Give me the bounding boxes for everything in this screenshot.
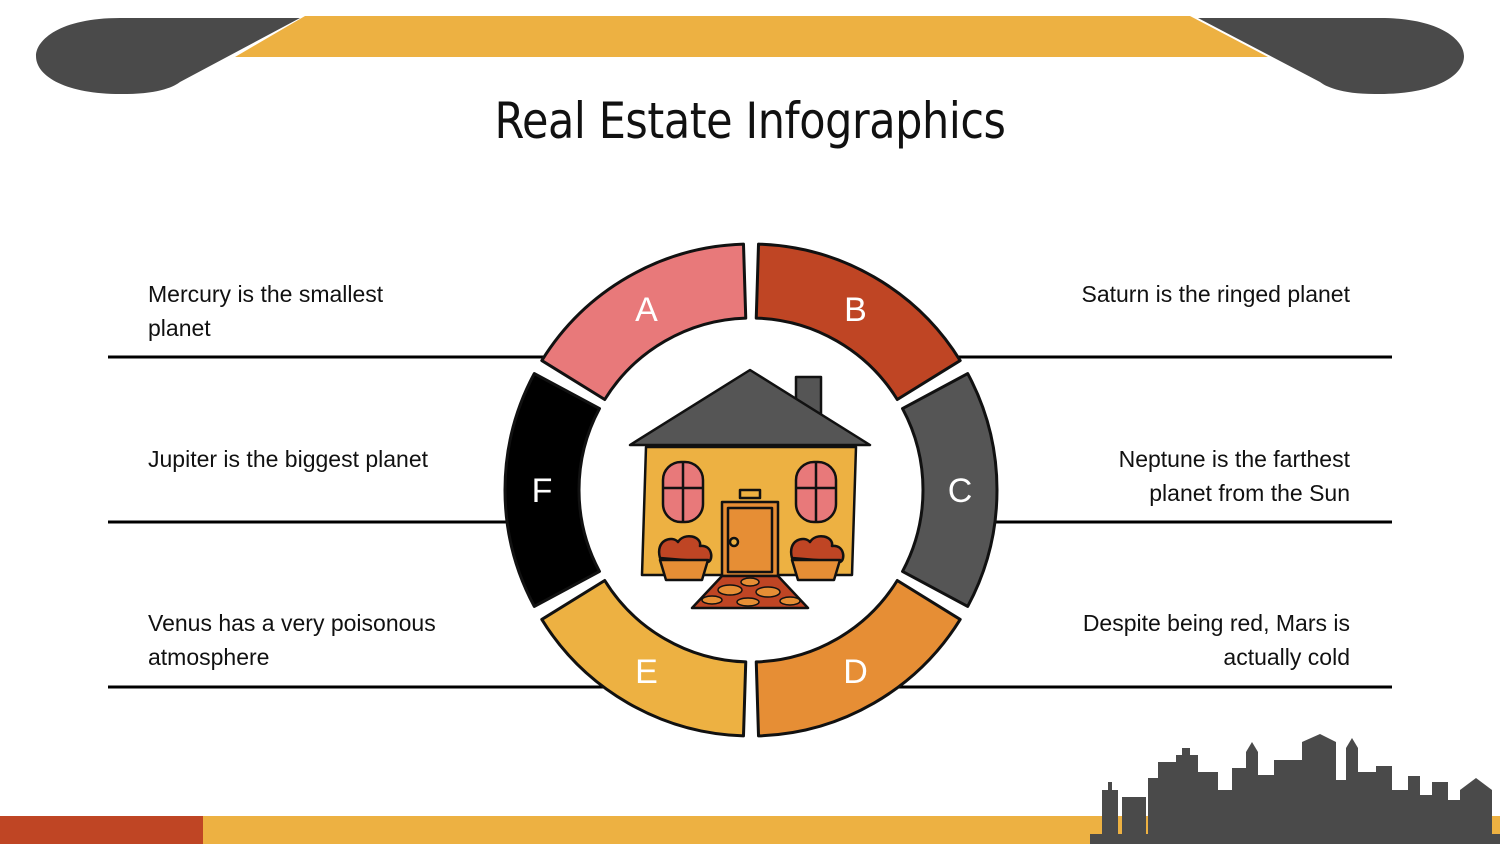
- segment-f: [503, 372, 601, 608]
- segment-f-label: F: [532, 472, 553, 510]
- guide-lines: [108, 355, 1392, 689]
- segment-a-label: A: [635, 291, 658, 329]
- top-left-blob: [36, 18, 300, 95]
- item-d-text: Despite being red, Mars is actually cold: [1082, 610, 1350, 670]
- item-c-text: Neptune is the farthest planet from the …: [1118, 446, 1350, 506]
- segment-d: [754, 579, 962, 738]
- item-a-text: Mercury is the smallest planet: [148, 281, 384, 341]
- segment-e: [540, 579, 748, 738]
- city-skyline-icon: [1090, 734, 1500, 844]
- item-f-text: Jupiter is the biggest planet: [148, 446, 429, 472]
- segment-c-label: C: [948, 472, 973, 510]
- segment-e-label: E: [635, 653, 658, 691]
- segment-d-label: D: [843, 653, 868, 691]
- top-banner-bar: [235, 16, 1268, 57]
- page-title: Real Estate Infographics: [494, 92, 1006, 150]
- ring-diagram: A B C D E F: [503, 242, 999, 738]
- top-banner: [36, 16, 1464, 95]
- segment-b: [754, 242, 962, 401]
- top-right-blob: [1198, 18, 1464, 95]
- item-e-text: Venus has a very poisonous atmosphere: [148, 610, 436, 670]
- segment-c: [901, 372, 999, 608]
- house-icon: [628, 368, 872, 610]
- item-b-text: Saturn is the ringed planet: [1081, 281, 1350, 307]
- segment-a: [540, 242, 748, 401]
- segment-b-label: B: [844, 291, 867, 329]
